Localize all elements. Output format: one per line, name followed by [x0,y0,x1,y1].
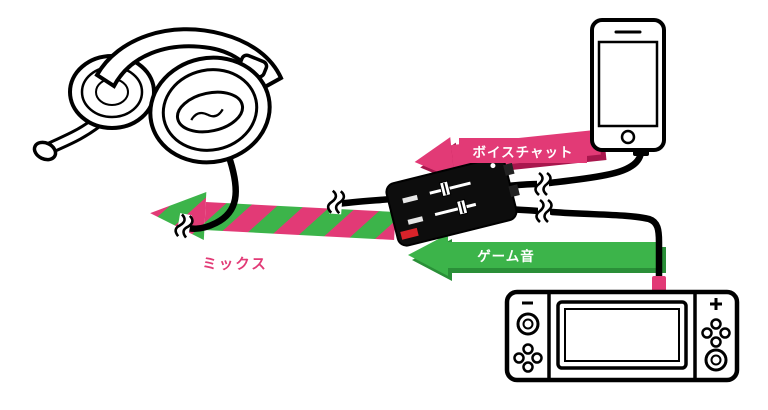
logo-squiggle [190,108,224,121]
x-button [710,318,722,330]
voice-chat-arrow-head [414,137,455,179]
smartphone-illustration [590,18,666,152]
mixer-slider-track-voice [429,181,471,195]
right-stick-cap [710,354,722,366]
cable-break-icon [534,170,552,198]
mixer-knob-line-voice [442,182,448,195]
headband [94,27,284,91]
mixer-voice-icon [402,194,418,204]
dpad-down-button [522,361,534,373]
right-ear-cup-ring [161,68,259,152]
voice-chat-label: ボイスチャット [459,138,587,163]
left-stick-cap [522,318,534,330]
y-button [701,327,713,339]
console-cable [548,208,663,280]
dpad-right-button [531,352,543,364]
console-screen [564,308,680,362]
headset-illustration [32,27,284,165]
b-button [710,336,722,348]
audio-plug [652,276,666,293]
dpad-up-button [522,343,534,355]
phone-cable [545,148,645,187]
mix-arrow-body [204,202,396,240]
mix-label: ミックス [197,251,273,276]
mixer-port-top [503,162,515,176]
phone-home-button [620,129,636,145]
mic-capsule [32,140,58,162]
mixer-knob-line-game [459,201,465,214]
mixer-led [490,163,496,169]
logo-badge [175,90,245,134]
a-button [719,327,731,339]
mixer-power-switch [400,227,419,240]
audio-mixer-illustration [385,156,520,247]
game-console-illustration [504,289,740,383]
mixer-port-bottom [508,184,520,198]
game-sound-label: ゲーム音 [463,243,549,266]
headset-cable [180,156,239,232]
cable-break-icon [535,197,553,225]
phone-screen [597,40,659,128]
mixer-game-icon [407,216,424,225]
dpad-left-button [513,352,525,364]
headset-cable-mixer-end [334,195,396,208]
game-sound-arrow-head [408,234,448,276]
